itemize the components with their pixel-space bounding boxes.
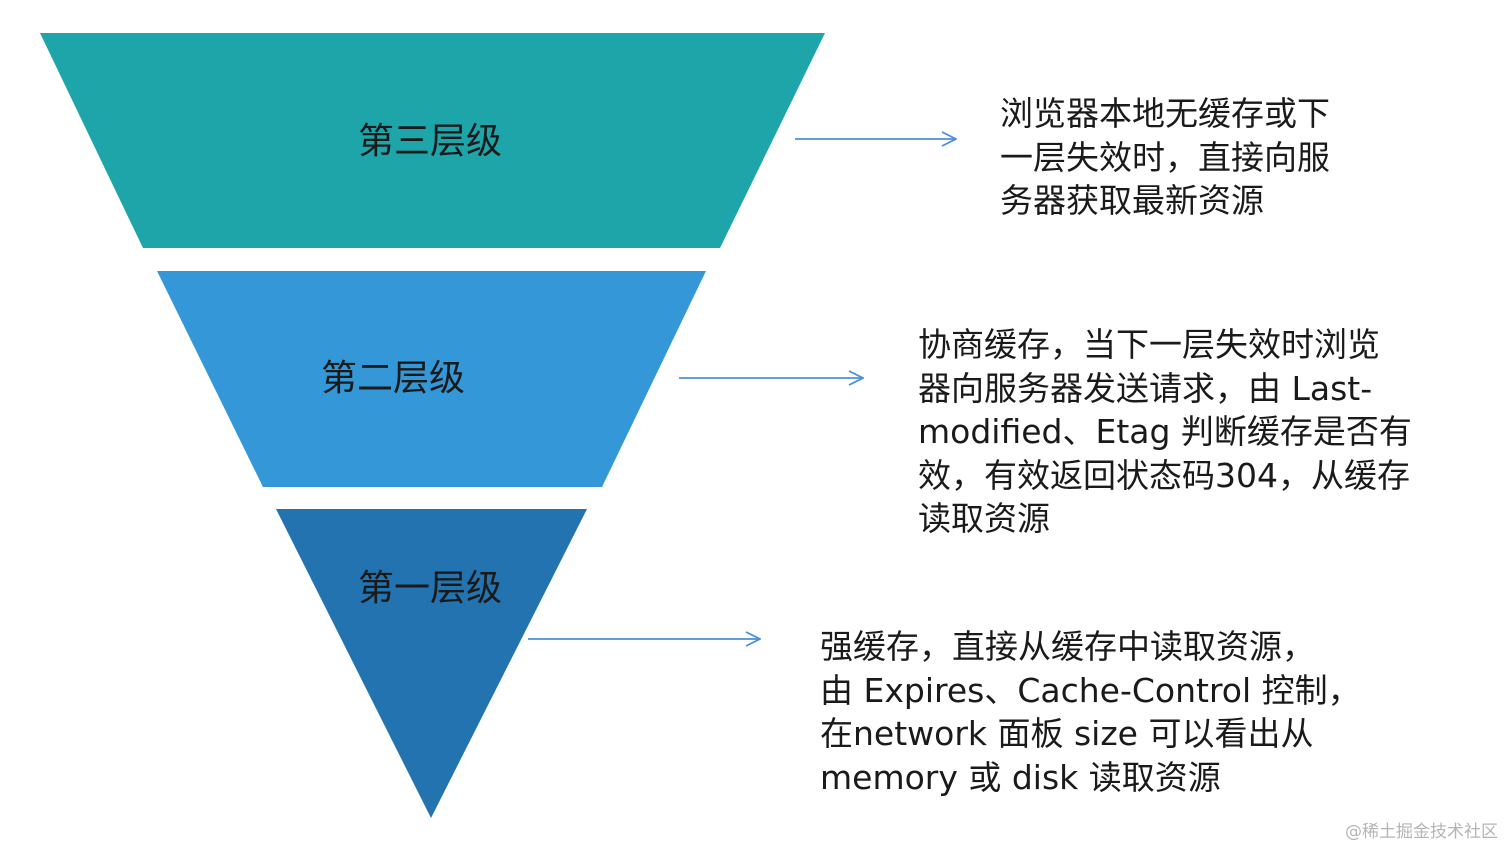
- tier-2-shape: [157, 271, 706, 487]
- tier-3-description: 浏览器本地无缓存或下 一层失效时，直接向服 务器获取最新资源: [1000, 94, 1330, 220]
- tier-3-shape: [40, 33, 825, 248]
- tier-1-label: 第一层级: [358, 568, 502, 609]
- tier-1-description: 强缓存，直接从缓存中读取资源， 由 Expires、Cache-Control …: [820, 627, 1361, 797]
- watermark: @稀土掘金技术社区: [1345, 822, 1498, 842]
- tier-3-label: 第三层级: [358, 121, 502, 162]
- tier-2-label: 第二层级: [321, 358, 465, 399]
- tier-1-shape: [276, 509, 587, 818]
- tier-2-description: 协商缓存，当下一层失效时浏览 器向服务器发送请求，由 Last- modifie…: [918, 325, 1412, 538]
